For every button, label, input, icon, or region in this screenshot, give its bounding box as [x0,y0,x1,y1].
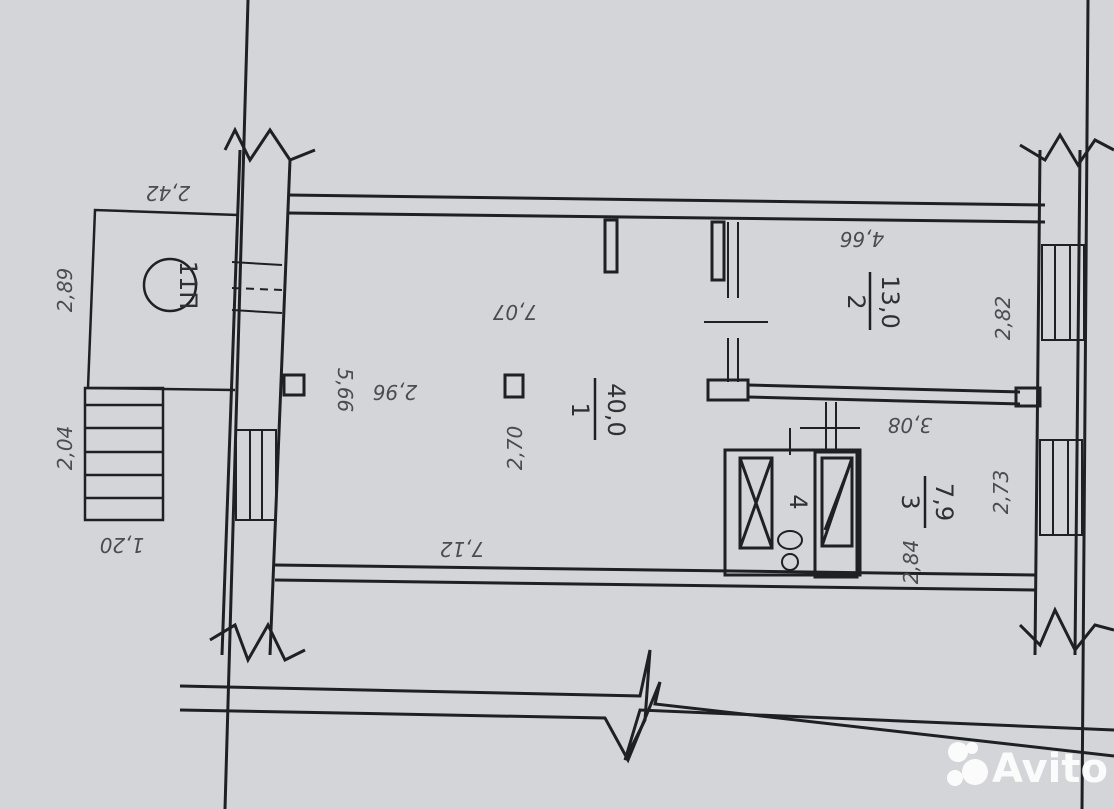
dim-room2-right: 2,82 [991,296,1015,341]
dim-room1-height: 2,70 [503,426,527,471]
partitions [282,218,1042,579]
watermark-text: Avito [992,746,1108,792]
dim-room2-top: 4,66 [840,227,885,251]
dim-stair-depth: 1,20 [100,533,145,557]
stair-mark-circle [142,257,198,313]
dim-room1-top: 7,07 [492,300,537,324]
dim-room1-bottom: 7,12 [440,537,485,561]
room-3-number: 3 [896,494,924,509]
dim-wall-left: 5,66 [333,368,357,413]
room-4-number: 4 [784,494,812,509]
room-1-area: 40,0 [602,383,630,436]
outer-walls [209,126,1114,664]
room-3-area: 7,9 [930,483,958,521]
room-2-area: 13,0 [876,275,904,328]
dim-porch-width: 2,42 [146,181,191,205]
grid-lines [179,0,1114,809]
dim-porch-depth: 2,89 [53,268,77,313]
avito-logo-icon [947,742,988,786]
dim-room1-side: 2,96 [373,380,418,404]
fraction-lines [593,272,927,528]
dim-room3-bottom: 2,84 [899,540,923,585]
dim-room3-top: 3,08 [888,413,933,437]
dim-room3-right: 2,73 [989,470,1013,515]
porch [83,208,239,522]
room-2-number: 2 [842,294,870,309]
dim-stair-width: 2,04 [53,426,77,471]
stair-label: 11П [174,261,202,310]
room-1-number: 1 [566,402,594,417]
windows [231,244,1085,536]
watermark: Avito [947,742,1108,792]
